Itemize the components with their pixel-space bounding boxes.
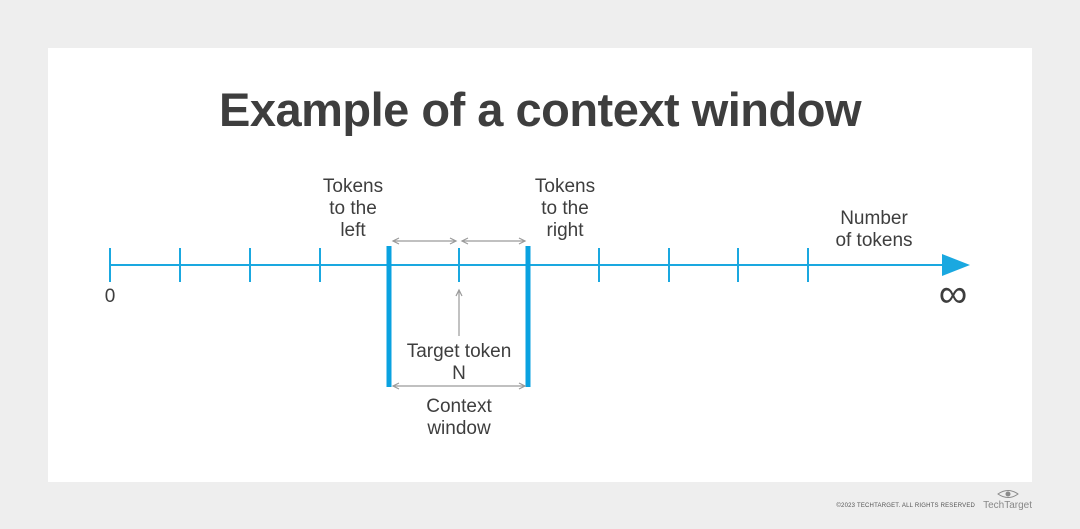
target-token-pointer-arrow xyxy=(455,288,463,336)
target-token-label: Target token N xyxy=(406,341,512,384)
footer: ©2023 TECHTARGET. ALL RIGHTS RESERVED Te… xyxy=(836,489,1032,511)
eye-icon xyxy=(996,490,1019,498)
infinity-icon: ∞ xyxy=(938,272,968,316)
context-window-span-arrow xyxy=(391,382,527,390)
context-window-label: Context window xyxy=(426,396,492,439)
brand-logo: TechTarget xyxy=(983,489,1032,511)
axis-start-label: 0 xyxy=(104,286,116,307)
tokens-right-label: Tokens to the right xyxy=(534,176,596,241)
axis-arrowhead xyxy=(942,254,970,276)
tokens-left-label: Tokens to the left xyxy=(322,176,384,241)
tokens-left-span-arrow xyxy=(391,237,458,245)
diagram-title: Example of a context window xyxy=(219,83,862,136)
axis-ticks xyxy=(109,248,809,282)
brand-name: TechTarget xyxy=(983,500,1032,511)
number-of-tokens-label: Number of tokens xyxy=(835,208,913,251)
tokens-right-span-arrow xyxy=(460,237,527,245)
copyright-notice: ©2023 TECHTARGET. ALL RIGHTS RESERVED xyxy=(836,503,976,509)
